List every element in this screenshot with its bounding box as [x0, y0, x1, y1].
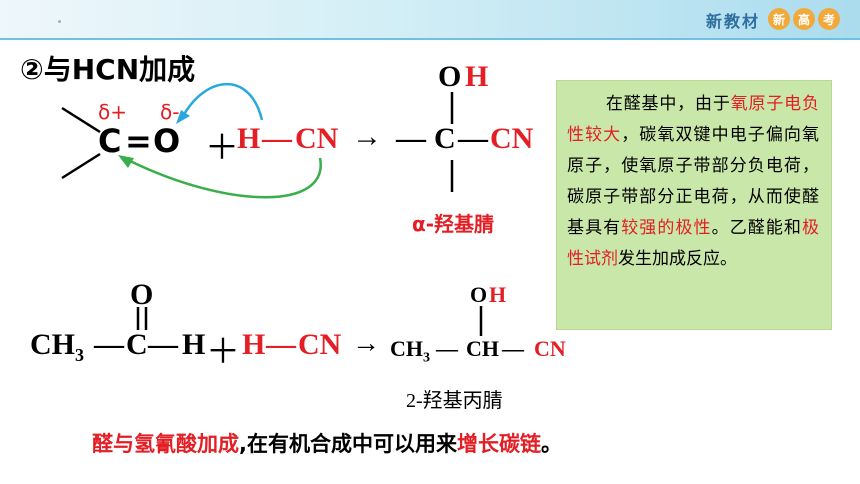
badge-gao: 高 — [793, 8, 815, 30]
product1-right-bond: — — [458, 122, 488, 155]
summary-seg-2: ,在有机合成中可以用来 — [239, 432, 457, 456]
top-banner — [0, 0, 860, 38]
acetaldehyde-bond2: — — [148, 328, 178, 361]
summary-seg-3: 增长碳链 — [456, 432, 541, 456]
brand-label: 新教材 — [705, 12, 760, 31]
product1-cn: CN — [490, 122, 534, 155]
summary-sentence: 醛与氢氰酸加成,在有机合成中可以用来增长碳链。 — [92, 428, 562, 458]
reaction1-plus: ＋ — [205, 128, 239, 168]
acetaldehyde-o: O — [130, 278, 154, 311]
reaction2-plus: ＋ — [206, 334, 240, 371]
note-seg-1: 在醛基中，由于 — [605, 94, 731, 114]
top-banner-divider — [0, 38, 860, 40]
product1-name: α-羟基腈 — [412, 212, 495, 236]
note-seg-5: 。乙醛能和 — [711, 218, 803, 238]
blue-arrowhead — [176, 110, 190, 124]
reactant1-double-bond: = — [125, 122, 152, 160]
acetaldehyde-h: H — [182, 328, 206, 361]
note-seg-4: 较强的极性 — [621, 218, 712, 238]
delta-minus: δ- — [160, 100, 180, 124]
acetaldehyde-sub3: 3 — [75, 345, 84, 365]
product2-sub3: 3 — [423, 350, 430, 366]
brand-badges: 新 高 考 — [768, 8, 840, 30]
green-arrowhead — [118, 155, 134, 168]
reaction1-arrow: → — [352, 120, 382, 153]
product2-ch3: CH3 — [390, 336, 430, 366]
reaction2-arrow: → — [352, 328, 380, 359]
product1-carbon: C — [434, 122, 456, 155]
badge-kao: 考 — [818, 8, 840, 30]
product2-bond2: — — [502, 336, 524, 361]
green-electron-arrow — [127, 157, 322, 199]
product1-h: H — [465, 60, 489, 93]
product2-h: H — [489, 282, 507, 307]
delta-plus: δ+ — [98, 100, 127, 124]
summary-seg-4: 。 — [540, 432, 562, 456]
reactant1-carbon: C — [98, 122, 122, 160]
product1-left-bond: — — [396, 122, 426, 155]
c-bond-upper-left — [61, 106, 101, 134]
decorative-dot — [58, 20, 61, 23]
reactant1-oxygen: O — [153, 122, 181, 160]
product2-bond1: — — [436, 336, 458, 361]
product2-ch3-text: CH — [390, 336, 423, 361]
blue-electron-arrow — [180, 82, 264, 121]
note-seg-2: 氧原子电负性较大 — [567, 94, 820, 145]
note-seg-3: ，碳氧双键中电子偏向氧原子，使氧原子带部分负电荷，碳原子带部分正电荷，从而使醛基… — [567, 125, 820, 238]
product2-o: O — [470, 282, 488, 307]
reaction2-hcn-bond: — — [266, 328, 296, 361]
product2-ch: CH — [466, 336, 499, 361]
acetaldehyde-c: C — [126, 328, 148, 361]
product2-cn: CN — [534, 336, 566, 361]
summary-seg-1: 醛与氢氰酸加成 — [92, 432, 239, 456]
acetaldehyde-ch-text: CH — [30, 328, 75, 361]
hcn-bond: — — [262, 122, 292, 155]
c-bond-lower-left — [61, 152, 101, 180]
badge-xin: 新 — [768, 8, 790, 30]
note-seg-7: 发生加成反应。 — [618, 249, 737, 269]
section-title: ②与HCN加成 — [20, 53, 196, 86]
hcn-h: H — [237, 122, 261, 155]
reaction2-hcn-h: H — [242, 328, 266, 361]
explanation-note: 在醛基中，由于氧原子电负性较大，碳氧双键中电子偏向氧原子，使氧原子带部分负电荷，… — [556, 80, 832, 330]
product2-name: 2-羟基丙腈 — [406, 390, 503, 412]
acetaldehyde-bond1: — — [94, 328, 124, 361]
note-seg-6: 极性试剂 — [567, 218, 820, 269]
product1-o: O — [438, 60, 462, 93]
reaction2-hcn-cn: CN — [298, 328, 342, 361]
acetaldehyde-ch: CH3 — [30, 328, 84, 366]
hcn-cn: CN — [295, 122, 339, 155]
